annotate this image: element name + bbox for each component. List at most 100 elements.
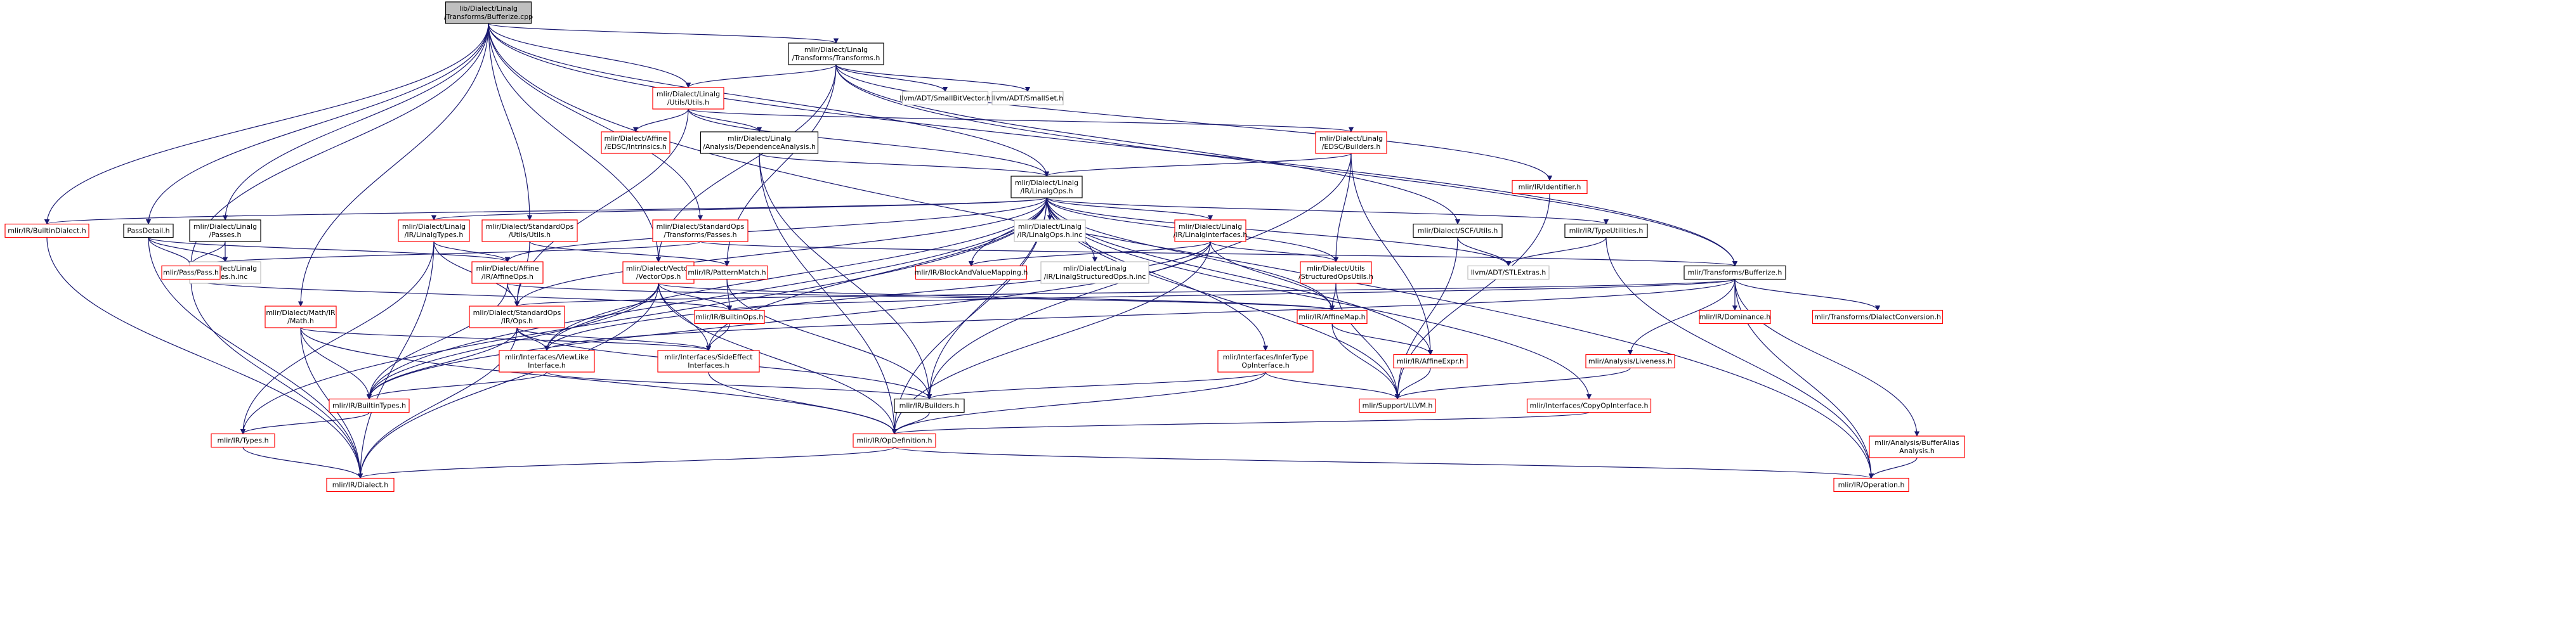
edge-bufferize_h-to-std_ops	[514, 278, 1736, 307]
node-builtinops[interactable]: mlir/IR/BuiltinOps.h	[694, 309, 765, 325]
node-box	[123, 223, 174, 238]
edge-typeutils-to-ir_operation	[1605, 237, 1874, 479]
edge-transforms_h-to-identifier	[835, 64, 1553, 181]
node-label: mlir/Dialect/Linalg	[193, 222, 257, 231]
node-utils_h[interactable]: mlir/Dialect/Linalg/Utils/Utils.h	[652, 87, 724, 110]
node-box	[686, 265, 768, 280]
node-box	[189, 219, 261, 242]
node-linalginterfaces[interactable]: mlir/Dialect/Linalg/IR/LinalgInterfaces.…	[1174, 219, 1248, 242]
node-intrinsics[interactable]: mlir/Dialect/Affine/EDSC/Intrinsics.h	[601, 131, 670, 154]
edge-linalgops-to-linalginterfaces	[1046, 197, 1213, 221]
edge-passdetail-to-ir_dialect	[148, 237, 363, 479]
node-std_passes[interactable]: mlir/Dialect/StandardOps/Transforms/Pass…	[652, 219, 749, 242]
node-ir_operation[interactable]: mlir/IR/Operation.h	[1833, 477, 1909, 492]
node-label: /Transforms/Bufferize.cpp	[444, 13, 533, 21]
node-ir_dialect[interactable]: mlir/IR/Dialect.h	[326, 477, 395, 492]
node-label: mlir/IR/OpDefinition.h	[856, 437, 932, 445]
node-vectorops[interactable]: mlir/Dialect/Vector/VectorOps.h	[622, 261, 695, 284]
node-label: mlir/Dialect/Linalg	[1179, 222, 1242, 231]
node-identifier[interactable]: mlir/IR/Identifier.h	[1512, 179, 1588, 195]
edge-bufferalias-to-ir_operation	[1868, 457, 1918, 479]
node-passdetail[interactable]: PassDetail.h	[123, 223, 174, 238]
node-label: mlir/IR/BlockAndValueMapping.h	[915, 269, 1028, 277]
node-depanalysis[interactable]: mlir/Dialect/Linalg/Analysis/DependenceA…	[700, 131, 819, 154]
node-label: mlir/Transforms/Bufferize.h	[1688, 269, 1782, 277]
edge-utils_h-to-depanalysis	[688, 108, 762, 132]
node-layer: lib/Dialect/Linalg/Transforms/Bufferize.…	[4, 1, 1965, 492]
node-dominance[interactable]: mlir/IR/Dominance.h	[1699, 309, 1771, 325]
node-box	[445, 1, 532, 24]
node-box	[601, 131, 670, 154]
node-builtintypes[interactable]: mlir/IR/BuiltinTypes.h	[329, 398, 410, 413]
node-scf_utils[interactable]: mlir/Dialect/SCF/Utils.h	[1413, 223, 1503, 238]
node-box	[991, 91, 1064, 106]
node-std_utils[interactable]: mlir/Dialect/StandardOps/Utils/Utils.h	[481, 219, 578, 242]
node-label: /Passes.h	[209, 231, 241, 239]
node-label: mlir/IR/Operation.h	[1838, 481, 1905, 489]
edge-vectorops-to-builtintypes	[366, 283, 659, 400]
node-label: /Utils/Utils.h	[509, 231, 551, 239]
node-box	[1699, 309, 1771, 325]
node-patternmatch[interactable]: mlir/IR/PatternMatch.h	[686, 265, 768, 280]
node-label: Interface.h	[528, 361, 566, 370]
node-std_ops[interactable]: mlir/Dialect/StandardOps/IR/Ops.h	[469, 306, 565, 328]
node-box	[1585, 354, 1675, 369]
node-edsc_builders[interactable]: mlir/Dialect/Linalg/EDSC/Builders.h	[1315, 131, 1387, 154]
node-blockandvalue[interactable]: mlir/IR/BlockAndValueMapping.h	[915, 265, 1028, 280]
node-copyop[interactable]: mlir/Interfaces/CopyOpInterface.h	[1526, 398, 1652, 413]
node-label: PassDetail.h	[127, 227, 169, 235]
edge-utils_h-to-edsc_builders	[688, 108, 1354, 132]
node-box	[1526, 398, 1652, 413]
node-box	[1300, 261, 1372, 284]
edge-linalgops-to-copyop	[1046, 197, 1592, 400]
node-linalgtypes[interactable]: mlir/Dialect/Linalg/IR/LinalgTypes.h	[398, 219, 470, 242]
node-pass_h[interactable]: mlir/Pass/Pass.h	[161, 265, 221, 280]
node-llvm_h[interactable]: mlir/Support/LLVM.h	[1359, 398, 1436, 413]
node-liveness[interactable]: mlir/Analysis/Liveness.h	[1585, 354, 1675, 369]
node-typeutils[interactable]: mlir/IR/TypeUtilities.h	[1564, 223, 1648, 238]
node-label: mlir/Dialect/Linalg	[728, 134, 791, 143]
node-affineexpr[interactable]: mlir/IR/AffineExpr.h	[1393, 354, 1468, 369]
node-builtindialect[interactable]: mlir/IR/BuiltinDialect.h	[4, 223, 89, 238]
node-box	[329, 398, 410, 413]
node-label: mlir/IR/PatternMatch.h	[688, 269, 766, 277]
edge-transforms_h-to-smallset	[835, 64, 1031, 93]
node-label: mlir/IR/BuiltinTypes.h	[332, 402, 406, 410]
node-label: /IR/LinalgInterfaces.h	[1174, 231, 1248, 239]
node-opdefinition[interactable]: mlir/IR/OpDefinition.h	[853, 433, 936, 448]
edge-infertype-to-opdefinition	[891, 371, 1266, 435]
node-ir_types[interactable]: mlir/IR/Types.h	[211, 433, 275, 448]
node-passes_h[interactable]: mlir/Dialect/Linalg/Passes.h	[189, 219, 261, 242]
edge-passdetail-to-affineops	[148, 236, 510, 262]
node-label: mlir/Support/LLVM.h	[1363, 402, 1433, 410]
node-box	[894, 398, 965, 413]
edge-linalgops-to-typeutils	[1046, 197, 1609, 225]
node-linalgops[interactable]: mlir/Dialect/Linalg/IR/LinalgOps.h	[1010, 176, 1083, 198]
node-bufferize_h[interactable]: mlir/Transforms/Bufferize.h	[1684, 265, 1786, 280]
edge-pass_h-to-builtinops	[190, 278, 732, 311]
node-dialectconversion[interactable]: mlir/Transforms/DialectConversion.h	[1812, 309, 1944, 325]
node-structuredopsutils[interactable]: mlir/Dialect/Utils/StructuredOpsUtils.h	[1298, 261, 1373, 284]
edge-patternmatch-to-ir_builders	[726, 279, 932, 400]
node-box	[901, 91, 989, 106]
edge-affineops-to-std_ops	[507, 283, 520, 307]
edge-vectorops-to-opdefinition	[658, 283, 898, 435]
node-affineops[interactable]: mlir/Dialect/Affine/IR/AffineOps.h	[471, 261, 544, 284]
edge-transforms_h-to-bufferize_h	[835, 64, 1738, 267]
node-transforms_h[interactable]: mlir/Dialect/Linalg/Transforms/Transform…	[788, 42, 884, 65]
node-math[interactable]: mlir/Dialect/Math/IR/Math.h	[265, 306, 337, 328]
node-label: /EDSC/Builders.h	[1322, 143, 1381, 151]
node-ir_builders[interactable]: mlir/IR/Builders.h	[894, 398, 965, 413]
node-label: mlir/Dialect/Affine	[476, 264, 539, 273]
edge-std_utils-to-patternmatch	[529, 241, 730, 267]
node-affinemap[interactable]: mlir/IR/AffineMap.h	[1297, 309, 1368, 325]
node-box	[657, 350, 760, 373]
node-label: mlir/Analysis/BufferAlias	[1874, 439, 1959, 447]
node-label: mlir/Dialect/Math/IR	[266, 309, 336, 317]
node-box	[398, 219, 470, 242]
